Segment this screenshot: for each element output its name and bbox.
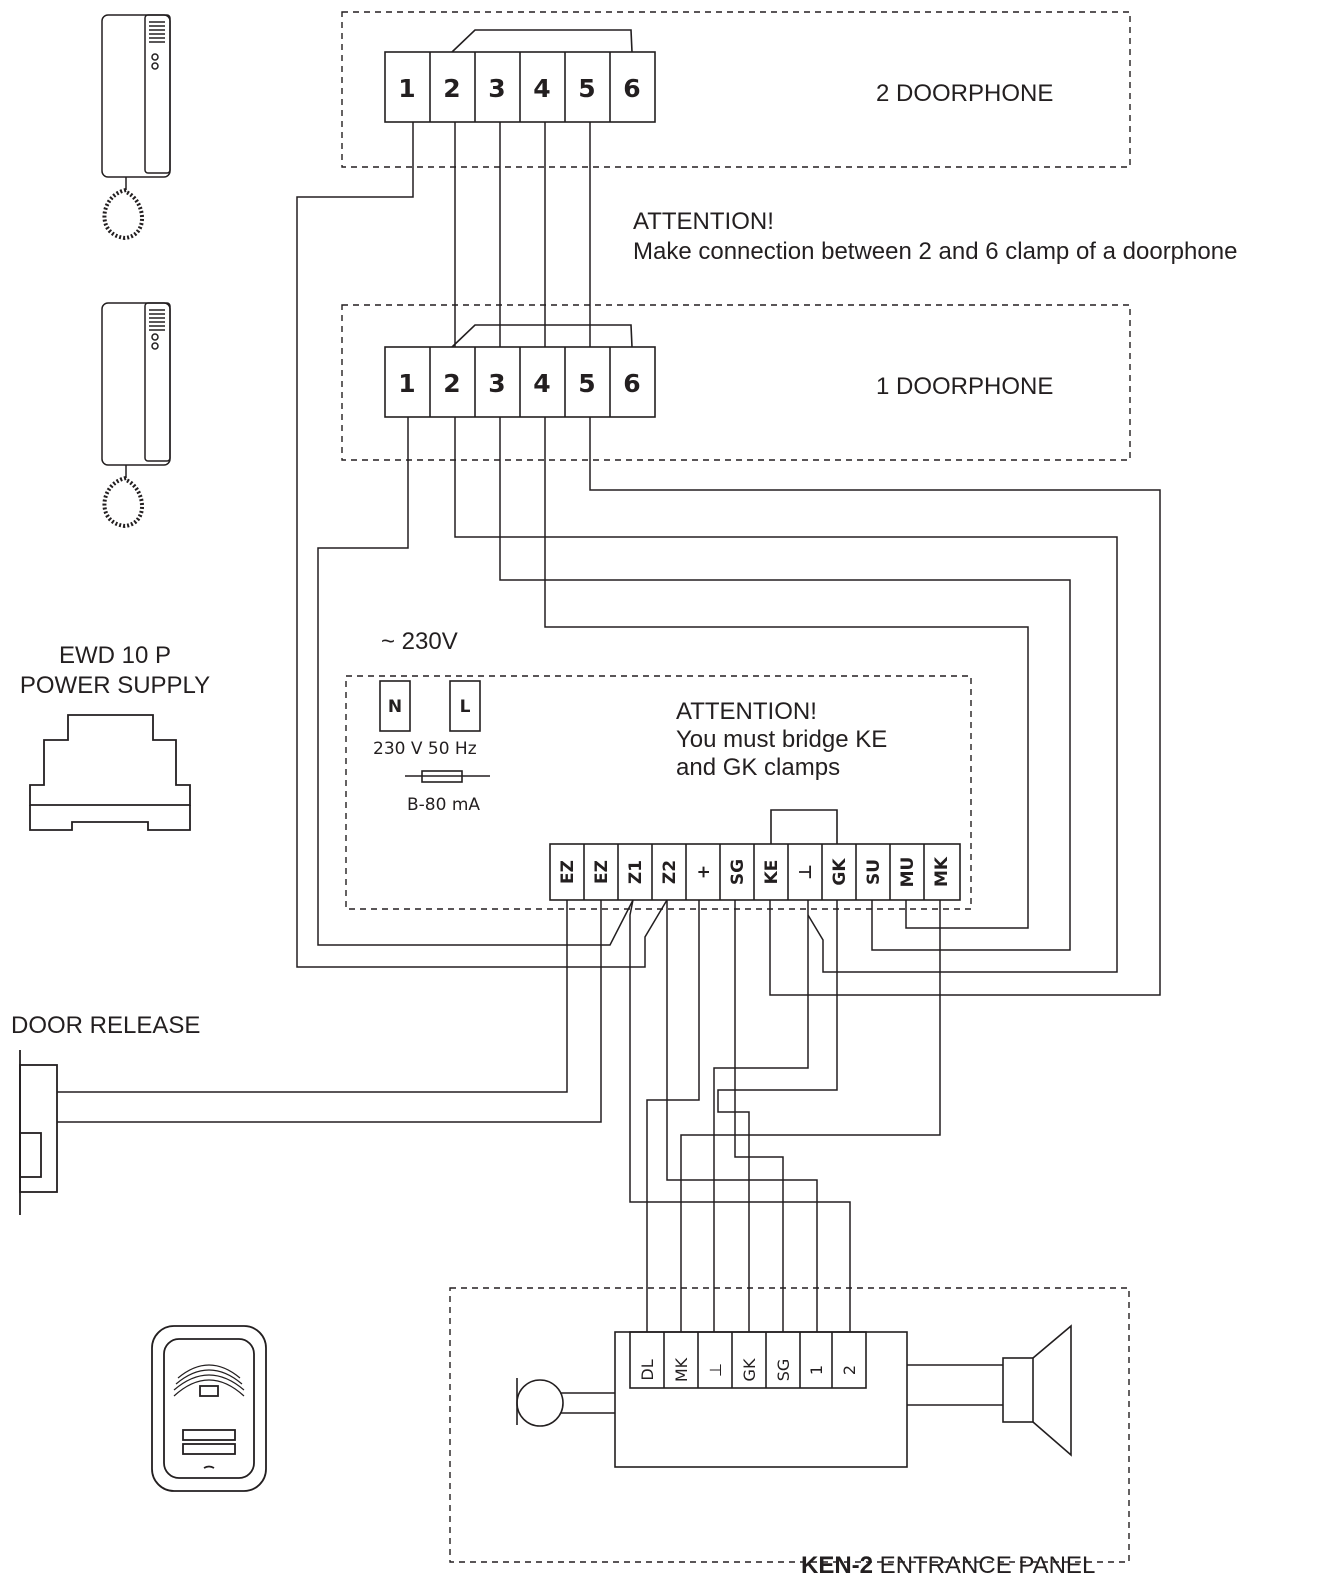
attention-doorphone-text: Make connection between 2 and 6 clamp of… (633, 238, 1238, 265)
fuse-label: B-80 mA (407, 795, 481, 815)
psu-terminal-strip (549, 809, 961, 901)
psu-terminal-z1: Z1 (626, 860, 646, 884)
door-release-label: DOOR RELEASE (11, 1012, 201, 1039)
attention-psu-text: You must bridge KE and GK clamps (676, 726, 888, 781)
dp2-terminal-6: 6 (623, 74, 640, 103)
power-supply-enclosure (345, 675, 972, 910)
psu-terminal-z2: Z2 (660, 860, 680, 884)
entrance-panel-label-text: ENTRANCE PANEL (873, 1552, 1096, 1579)
terminal-l: L (460, 697, 471, 717)
dp2-terminal-3: 3 (488, 74, 505, 103)
power-supply-label-line1: EWD 10 P (58, 642, 172, 669)
dp2-terminal-1: 1 (398, 74, 415, 103)
dp2-terminal-4: 4 (533, 74, 550, 103)
attention-doorphone-note: ATTENTION! Make connection between 2 and… (633, 208, 1237, 266)
terminal-n: N (388, 697, 402, 717)
dp2-terminal-2: 2 (443, 74, 460, 103)
dp1-terminal-5: 5 (578, 369, 595, 398)
power-supply-label: EWD 10 P POWER SUPPLY (0, 641, 230, 701)
panel-terminal-1: 1 (807, 1365, 826, 1375)
psu-terminal-plus: + (694, 865, 714, 879)
attention-doorphone-title: ATTENTION! (633, 208, 774, 235)
doorphone-2-terminal-block (384, 29, 656, 123)
mains-rating: 230 V 50 Hz (373, 739, 477, 759)
panel-terminal-ground: ⊥ (706, 1363, 725, 1377)
panel-terminal-sg: SG (774, 1359, 793, 1382)
entrance-panel-label: KEN-2 ENTRANCE PANEL (801, 1552, 1095, 1580)
power-supply-label-line2: POWER SUPPLY (19, 672, 211, 699)
wiring (57, 122, 1161, 1332)
mains-terminals (379, 680, 490, 783)
psu-terminal-su: SU (864, 859, 884, 885)
doorphone-2-handset-icon (101, 14, 171, 241)
psu-terminal-gk: GK (830, 858, 850, 886)
dp1-terminal-4: 4 (533, 369, 550, 398)
panel-terminal-gk: GK (740, 1358, 759, 1381)
entrance-panel-icon (151, 1325, 267, 1492)
panel-terminal-dl: DL (638, 1359, 657, 1380)
psu-terminal-ez-1: EZ (558, 860, 578, 884)
doorphone-1-enclosure (341, 304, 1131, 461)
doorphone-2-enclosure (341, 11, 1131, 168)
attention-psu-title: ATTENTION! (676, 698, 817, 725)
dp2-terminal-5: 5 (578, 74, 595, 103)
psu-terminal-mk: MK (932, 856, 952, 887)
entrance-panel-model: KEN-2 (801, 1552, 874, 1579)
attention-psu-note: ATTENTION! You must bridge KE and GK cla… (676, 698, 887, 782)
doorphone-1-label: 1 DOORPHONE (876, 373, 1054, 400)
psu-terminal-mu: MU (898, 857, 918, 888)
dp1-terminal-2: 2 (443, 369, 460, 398)
dp1-terminal-6: 6 (623, 369, 640, 398)
doorphone-2-label: 2 DOORPHONE (876, 80, 1054, 107)
psu-terminal-sg: SG (728, 859, 748, 885)
dp1-terminal-3: 3 (488, 369, 505, 398)
psu-terminal-ez-2: EZ (592, 860, 612, 884)
entrance-panel-module (516, 1324, 1072, 1468)
doorphone-1-handset-icon (101, 302, 171, 529)
mains-label: ~ 230V (381, 628, 458, 655)
panel-terminal-2: 2 (840, 1365, 859, 1375)
psu-terminal-ke: KE (762, 860, 782, 885)
dp1-terminal-1: 1 (398, 369, 415, 398)
entrance-panel-enclosure (449, 1287, 1130, 1563)
door-release-icon (19, 1050, 58, 1215)
panel-terminal-mk: MK (672, 1357, 691, 1382)
psu-terminal-ground: ⊥ (796, 864, 816, 880)
power-supply-icon (29, 714, 191, 831)
doorphone-1-terminal-block (384, 324, 656, 418)
